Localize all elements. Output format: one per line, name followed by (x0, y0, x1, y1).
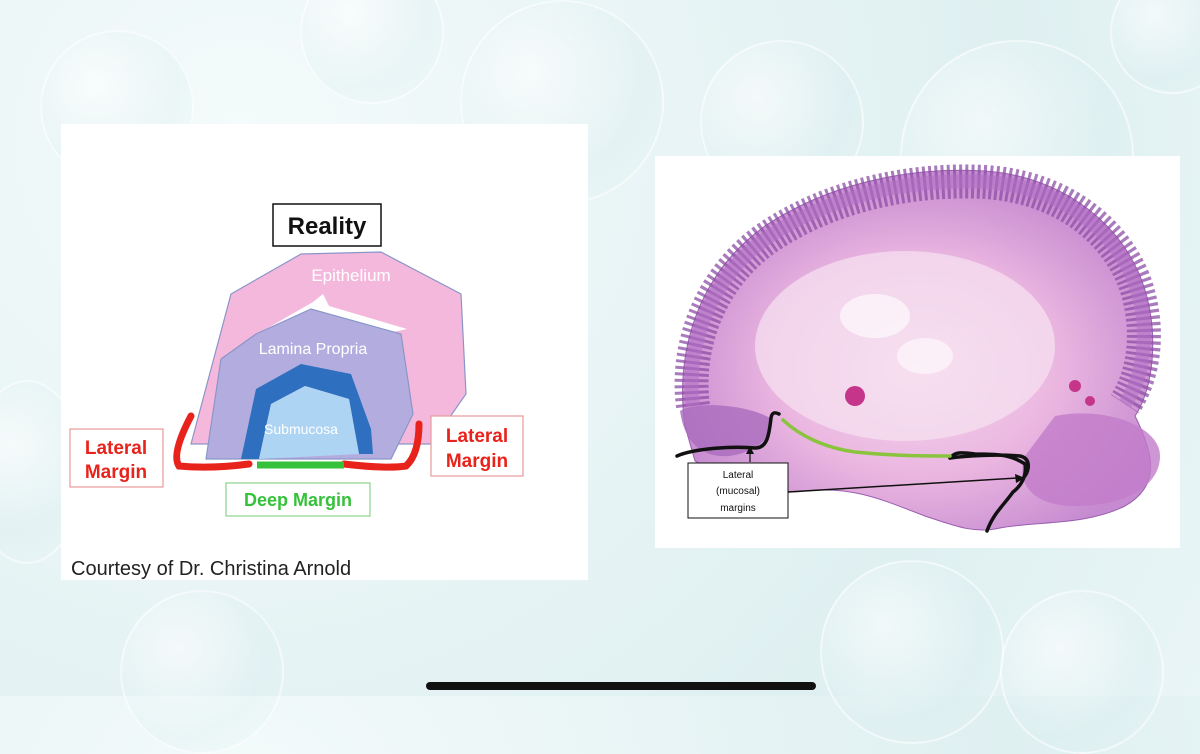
annotation-arrow-right (787, 477, 1018, 493)
lateral-margin-label-box-left (69, 428, 164, 488)
lateral-margin-line-left (675, 411, 781, 458)
lateral-margin-label-right-line1: Lateral (446, 426, 508, 447)
background-bubble (1110, 0, 1200, 94)
vessel-spot (1069, 380, 1081, 392)
lateral-margin-label-left-line1: Lateral (85, 438, 147, 459)
background-bubble (300, 0, 444, 104)
submucosa-band (241, 364, 373, 459)
lamina-propria-label: Lamina Propria (259, 341, 368, 358)
histology-image: Lateral (mucosal) margins (674, 164, 1161, 533)
background-bubble (820, 560, 1004, 744)
background-bubble (1000, 590, 1164, 754)
lateral-margin-line-left (173, 412, 253, 471)
lateral-margin-line-right-top (948, 453, 1031, 478)
arrowhead-icon (1015, 474, 1025, 483)
annotation-line2: (mucosal) (716, 486, 760, 497)
deep-margin-label: Deep Margin (244, 490, 352, 510)
layer-schematic: Reality Epithelium Lamina Propria Submuc… (69, 203, 524, 517)
submucosa-label: Submucosa (264, 421, 338, 437)
lateral-margin-label-left-line2: Margin (85, 462, 147, 483)
mucosa-rim-inner (684, 174, 1151, 408)
histology-panel: Lateral (mucosal) margins (655, 156, 1180, 548)
fat-cluster (840, 294, 910, 338)
fat-cluster (897, 338, 953, 374)
lateral-margin-label-box-right (430, 415, 524, 477)
vessel-spot (845, 386, 865, 406)
lateral-margin-label-right-line2: Margin (446, 451, 508, 472)
submucosa-core (259, 386, 359, 459)
background-bubble (120, 590, 284, 754)
deep-margin-line (781, 418, 952, 458)
annotation-line3: margins (720, 503, 756, 514)
courtesy-caption: Courtesy of Dr. Christina Arnold (71, 558, 352, 580)
mucosal-fold (680, 405, 771, 457)
home-indicator-bar[interactable] (426, 682, 816, 690)
annotation-line1: Lateral (723, 470, 754, 481)
deep-margin-label-box (225, 482, 371, 517)
arrowhead-icon (746, 446, 754, 454)
title-box (272, 203, 382, 247)
vessel-spot (1085, 396, 1095, 406)
annotation-box (687, 462, 789, 519)
diagram-title: Reality (288, 213, 367, 240)
epithelium-label: Epithelium (311, 266, 390, 285)
lateral-margin-line-right (340, 420, 423, 471)
lateral-margin-line-right (948, 451, 1028, 533)
reality-diagram-panel: Reality Epithelium Lamina Propria Submuc… (61, 124, 588, 580)
mucosal-fold (1022, 413, 1160, 506)
